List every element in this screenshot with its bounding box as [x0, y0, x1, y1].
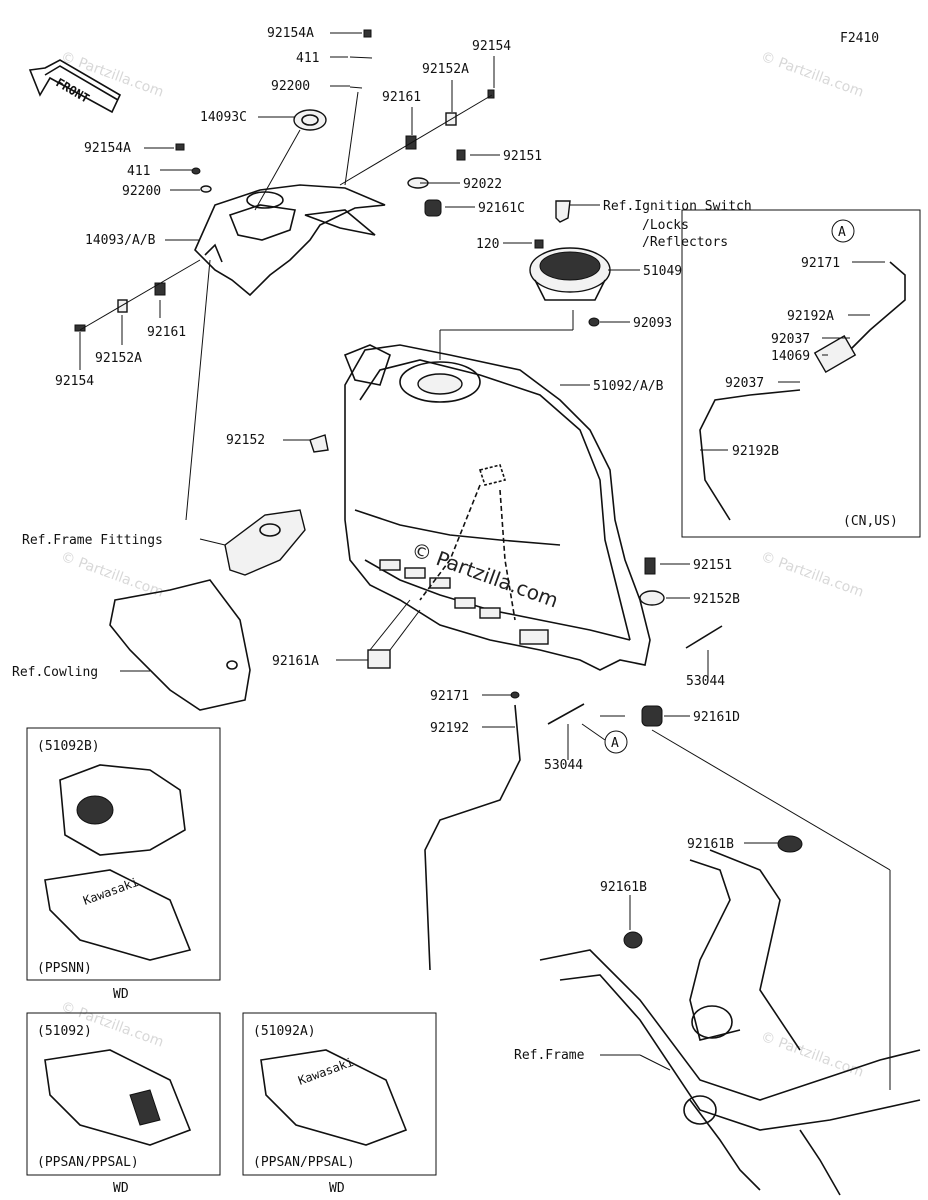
- leader-lines: [79, 32, 891, 1090]
- callout-label: 53044: [686, 674, 725, 689]
- callout-label: 92192B: [732, 444, 779, 459]
- callout-label: 14093/A/B: [85, 233, 156, 248]
- callout-label: Ref.Frame Fittings: [22, 533, 163, 548]
- callout-label: 92192: [430, 721, 469, 736]
- callout-label: 92200: [122, 184, 161, 199]
- small-fasteners: [74, 29, 600, 332]
- frame-fittings: [224, 509, 306, 576]
- inset-emission: A (CN,US): [681, 209, 921, 538]
- mounts: [309, 434, 803, 949]
- fuel-tank: [343, 344, 651, 671]
- frame: [539, 849, 921, 1196]
- cap-ring: [293, 109, 327, 131]
- variant-panel-caption: WD: [113, 987, 129, 1002]
- callout-label: 120: [476, 237, 499, 252]
- variant-panel-title: (51092): [37, 1024, 92, 1039]
- callout-label: 92151: [503, 149, 542, 164]
- callout-label: 92161C: [478, 201, 525, 216]
- callout-label: 53044: [544, 758, 583, 773]
- watermark: © Partzilla.com: [759, 49, 866, 101]
- ref-circle-label: A: [611, 736, 619, 751]
- variant-panel-caption: WD: [113, 1181, 129, 1196]
- callout-label: 92154: [55, 374, 94, 389]
- callout-label: 92152A: [422, 62, 469, 77]
- callout-label: 92152: [226, 433, 265, 448]
- inset-region: (CN,US): [843, 514, 898, 529]
- inset-frame: [681, 209, 921, 538]
- callout-label: /Locks: [642, 218, 689, 233]
- callout-label: 92161A: [272, 654, 319, 669]
- callout-label: 92037: [725, 376, 764, 391]
- callout-label: 92192A: [787, 309, 834, 324]
- tank-badge: Kawasaki: [296, 1055, 355, 1088]
- variant-panel: (51092A) Kawasaki (PPSAN/PPSAL) WD: [242, 1012, 437, 1196]
- callout-label: 92151: [693, 558, 732, 573]
- callout-label: 411: [296, 51, 319, 66]
- inset-circle-label: A: [838, 225, 846, 240]
- fuel-hose: [424, 704, 521, 971]
- watermark: © Partzilla.com: [759, 549, 866, 601]
- watermark: © Partzilla.com: [759, 1029, 866, 1081]
- variant-panel-title: (51092B): [37, 739, 100, 754]
- callout-label: 92022: [463, 177, 502, 192]
- callout-label: 92171: [801, 256, 840, 271]
- variant-panel: (51092B) Kawasaki (PPSNN) WD: [26, 727, 221, 1002]
- variant-panel-title: (51092A): [253, 1024, 316, 1039]
- callout-label: 92037: [771, 332, 810, 347]
- variant-panel-variant: (PPSNN): [37, 961, 92, 976]
- callout-label: 92154: [472, 39, 511, 54]
- variant-panel: (51092) (PPSAN/PPSAL) WD: [26, 1012, 221, 1196]
- callout-label: 92161: [147, 325, 186, 340]
- variant-panel-variant: (PPSAN/PPSAL): [37, 1155, 139, 1170]
- callout-label: 92161D: [693, 710, 740, 725]
- watermark-center: © Partzilla.com: [408, 537, 561, 612]
- callout-label: 92161B: [687, 837, 734, 852]
- callout-label: 14069: [771, 349, 810, 364]
- callout-label: 92161: [382, 90, 421, 105]
- callout-label: 411: [127, 164, 150, 179]
- tank-badge: Kawasaki: [81, 875, 140, 908]
- callout-label: 92152A: [95, 351, 142, 366]
- callout-label: 92171: [430, 689, 469, 704]
- figure-id: F2410: [840, 31, 879, 46]
- callout-label: 92161B: [600, 880, 647, 895]
- front-label: FRONT: [54, 75, 92, 105]
- callout-label: Ref.Ignition Switch: [603, 199, 752, 214]
- callout-label: 92200: [271, 79, 310, 94]
- callout-label: 92154A: [84, 141, 131, 156]
- callout-label: 51049: [643, 264, 682, 279]
- callout-label: Ref.Cowling: [12, 665, 98, 680]
- tank-cover: [194, 184, 386, 297]
- callout-label: /Reflectors: [642, 235, 728, 250]
- callout-label: 92152B: [693, 592, 740, 607]
- variant-panel-variant: (PPSAN/PPSAL): [253, 1155, 355, 1170]
- callout-label: Ref.Frame: [514, 1048, 585, 1063]
- fuel-cap: [529, 247, 611, 301]
- cowling: [109, 579, 251, 711]
- callout-label: 51092/A/B: [593, 379, 664, 394]
- variant-panel-caption: WD: [329, 1181, 345, 1196]
- callout-label: 92093: [633, 316, 672, 331]
- callout-label: 92154A: [267, 26, 314, 41]
- callout-label: 14093C: [200, 110, 247, 125]
- callout-labels: 92154A 411 92200 14093C 92154 92152A 921…: [12, 26, 840, 1063]
